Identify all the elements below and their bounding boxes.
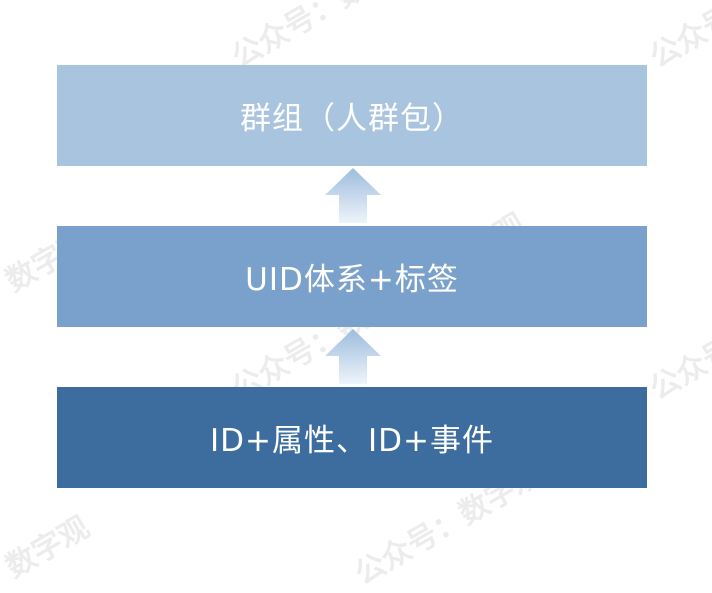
up-arrow-icon [325, 329, 381, 384]
layer-id-attributes-events-label: ID+属性、ID+事件 [210, 423, 494, 459]
watermark-text: 数字观 [0, 509, 96, 586]
layer-uid-tags: UID体系+标签 [57, 226, 647, 327]
layer-group-audience: 群组（人群包） [57, 65, 647, 166]
layer-uid-tags-label: UID体系+标签 [245, 262, 459, 298]
layer-id-attributes-events: ID+属性、ID+事件 [57, 387, 647, 488]
watermark-text: 公众号：数字观 [644, 0, 712, 76]
layer-group-audience-label: 群组（人群包） [240, 101, 464, 137]
watermark-text: 公众号：数字观 [644, 271, 712, 408]
up-arrow-icon [325, 168, 381, 223]
